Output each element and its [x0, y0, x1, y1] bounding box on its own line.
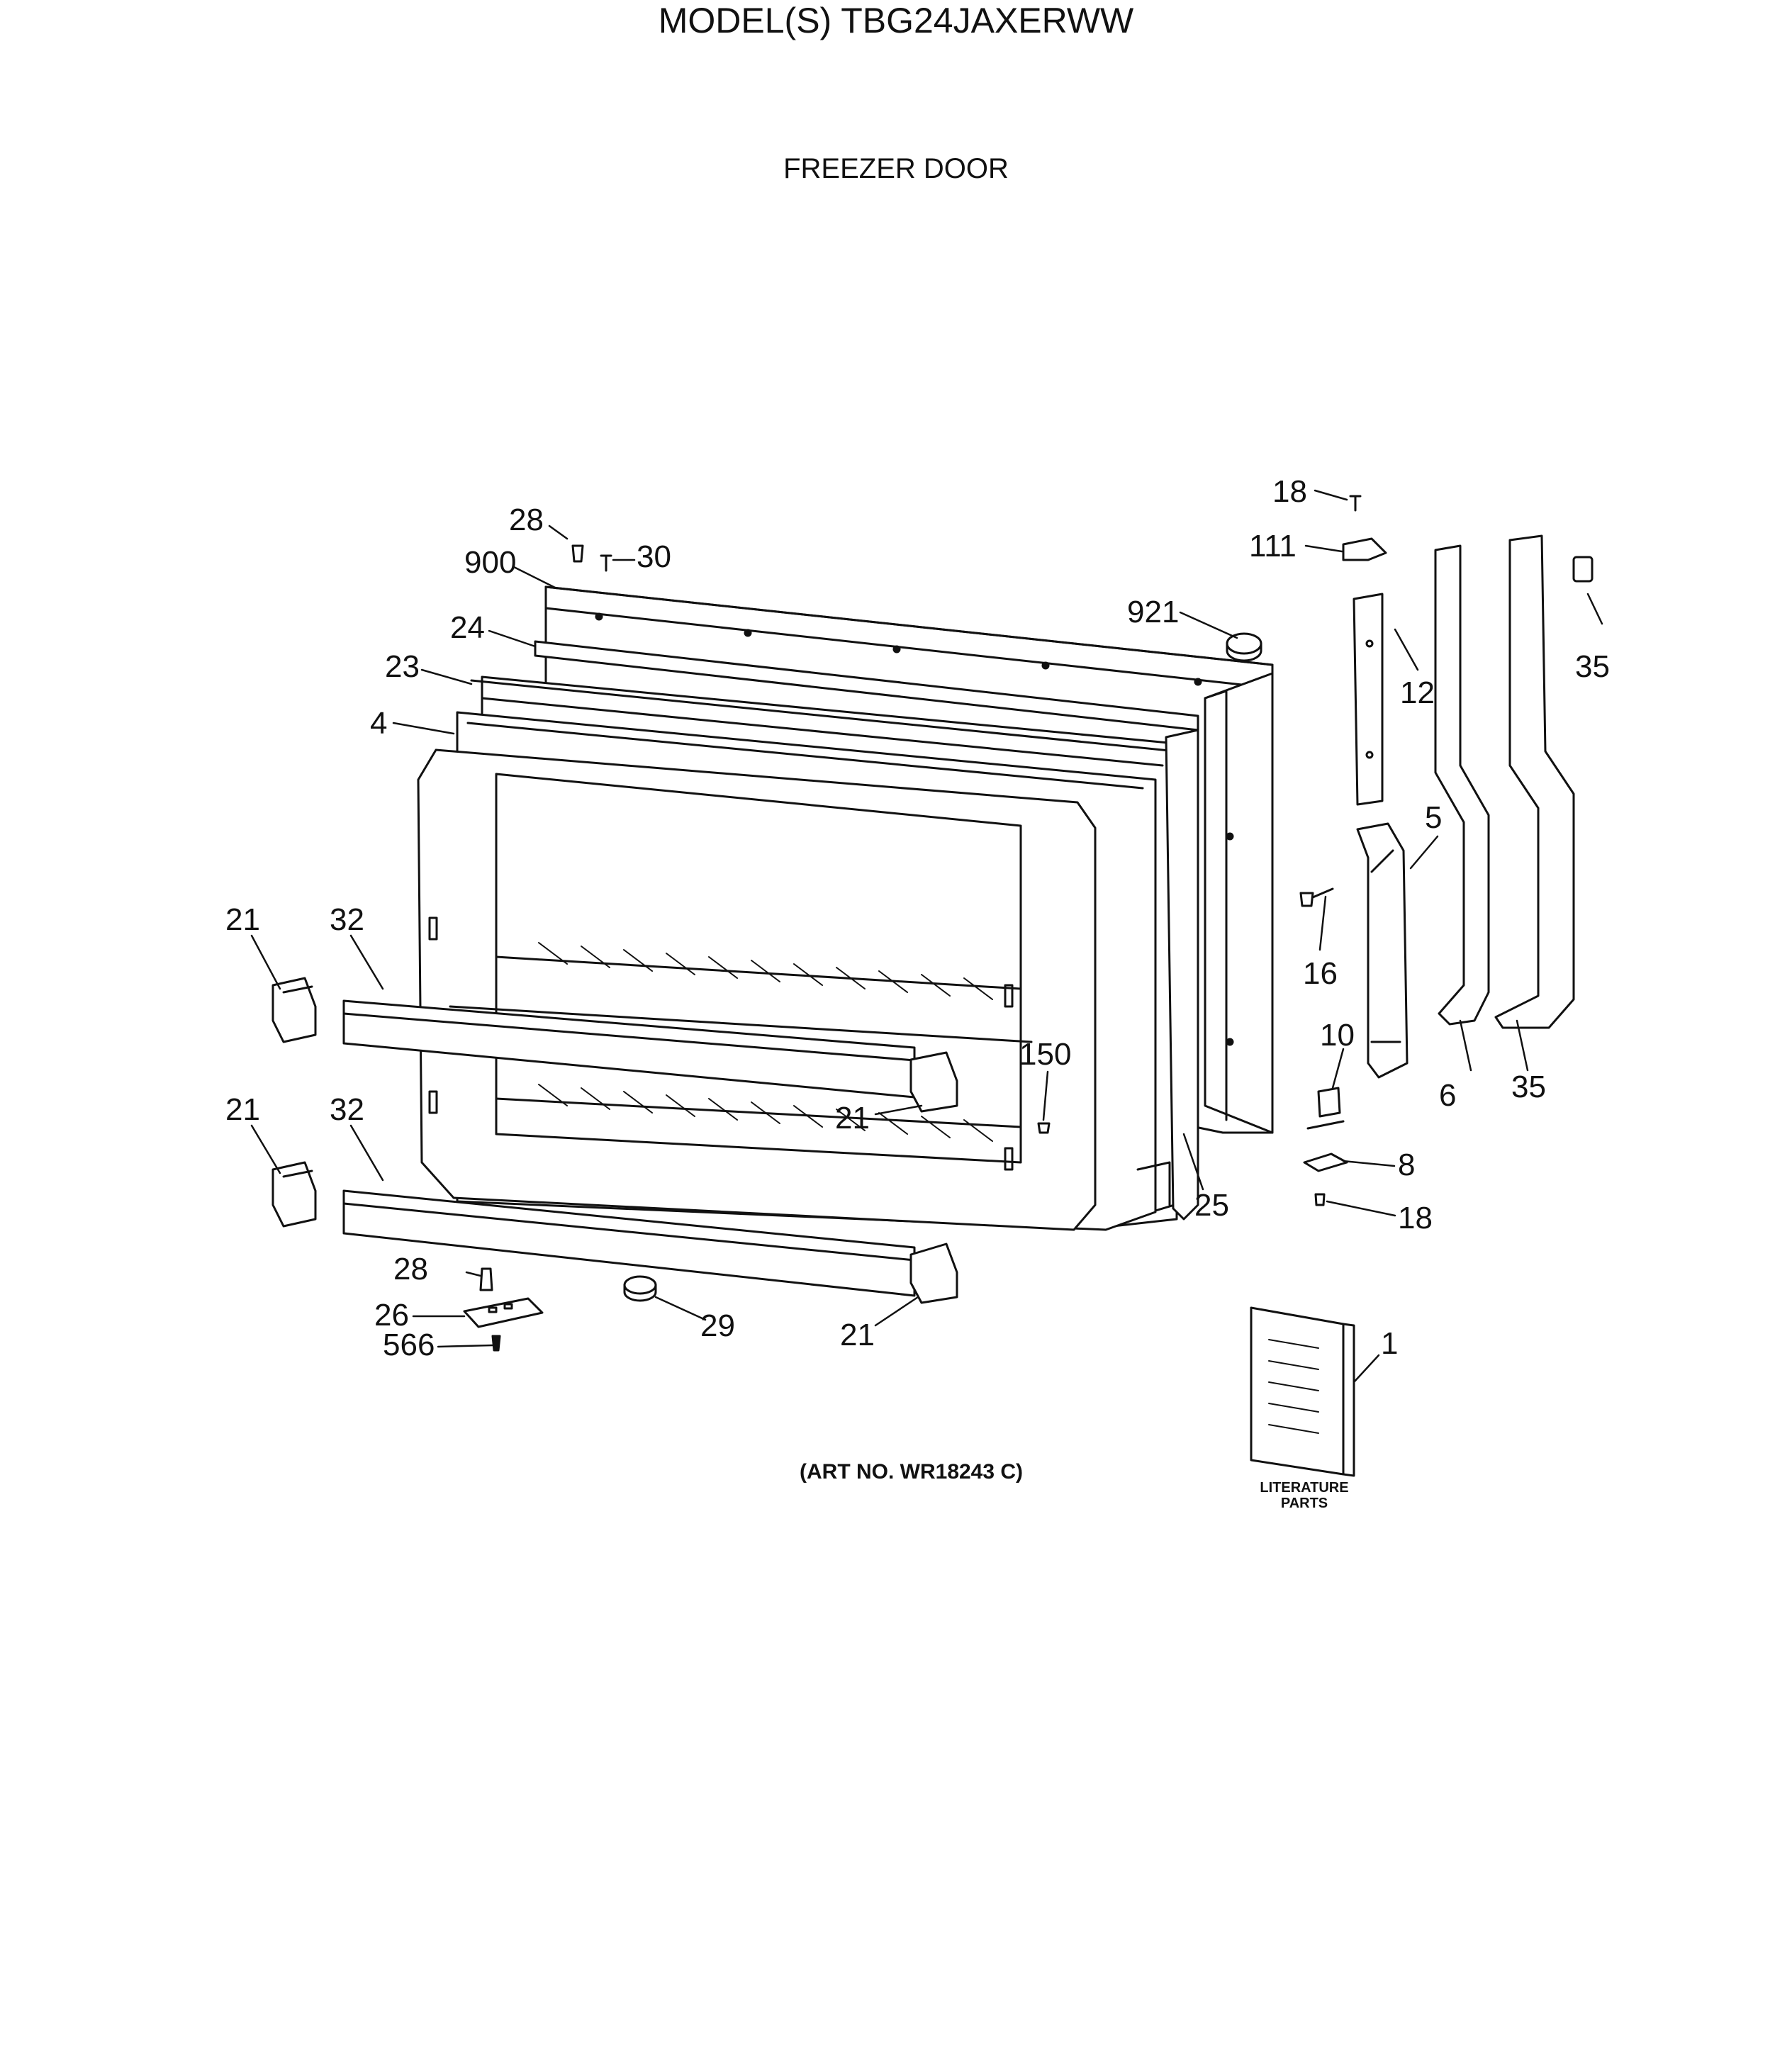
callout-1: 1 [1381, 1326, 1398, 1361]
callout-32-upper: 32 [330, 902, 364, 937]
callout-35-bottom: 35 [1511, 1070, 1546, 1104]
hinge-bracket-5 [1356, 822, 1409, 1079]
callout-16: 16 [1303, 956, 1338, 991]
callout-111: 111 [1249, 529, 1297, 563]
screw-566 [491, 1335, 501, 1352]
callout-21-lower-left: 21 [225, 1092, 260, 1127]
callout-21-lower-right: 21 [840, 1318, 875, 1352]
end-cap-35 [1572, 556, 1594, 583]
plate-26 [463, 1297, 544, 1328]
art-number: (ART NO. WR18243 C) [800, 1460, 1024, 1484]
callout-labels: 18 111 28 30 900 921 12 35 24 23 4 5 16 … [225, 474, 1610, 1362]
literature-label: LITERATURE PARTS [1233, 1480, 1375, 1511]
literature-booklet [1250, 1306, 1355, 1477]
end-cap-upper-left [271, 977, 317, 1043]
diagram-section-title: FREEZER DOOR [783, 153, 1009, 184]
diagram-title: MODEL(S) TBG24JAXERWW [658, 1, 1134, 40]
screw-16 [1299, 887, 1334, 907]
hinge-part-10 [1306, 1087, 1345, 1130]
callout-26: 26 [374, 1298, 409, 1333]
callout-12: 12 [1400, 675, 1435, 710]
callout-28-bottom: 28 [393, 1252, 428, 1286]
callout-leaders [250, 489, 1603, 1384]
shelf-bar-lower [342, 1189, 916, 1297]
callout-28-top: 28 [509, 503, 544, 537]
hinge-plate-8 [1303, 1152, 1348, 1172]
callout-8: 8 [1398, 1148, 1415, 1182]
literature-label-line2: PARTS [1280, 1496, 1328, 1511]
callout-10: 10 [1320, 1018, 1355, 1053]
callout-5: 5 [1425, 800, 1442, 835]
callout-21-upper-left: 21 [225, 902, 260, 937]
callout-921: 921 [1127, 595, 1179, 629]
door-plug [1226, 632, 1262, 662]
plug-28-lower [479, 1267, 493, 1291]
callout-24: 24 [450, 610, 485, 645]
hinge-bracket-12 [1353, 593, 1384, 806]
bumper-29 [623, 1275, 657, 1302]
callout-23: 23 [385, 649, 420, 684]
callout-29: 29 [700, 1308, 735, 1343]
door-handle-6 [1434, 544, 1490, 1026]
callout-32-lower: 32 [330, 1092, 364, 1127]
callout-6: 6 [1439, 1078, 1456, 1113]
callout-35-top: 35 [1575, 649, 1610, 684]
end-cap-upper-right [909, 1051, 958, 1113]
callout-150: 150 [1019, 1037, 1071, 1072]
screw-top-right-18 [1349, 495, 1362, 512]
callout-21-upper-right: 21 [835, 1101, 870, 1135]
end-cap-lower-right [909, 1243, 958, 1304]
callout-4: 4 [370, 706, 387, 741]
callout-30: 30 [637, 539, 671, 574]
callout-566: 566 [383, 1328, 435, 1362]
callout-25: 25 [1194, 1188, 1229, 1223]
screw-lower-right-18 [1314, 1193, 1326, 1206]
hinge-cap-111 [1342, 537, 1387, 561]
end-cap-lower-left [271, 1161, 317, 1228]
door-handle-35 [1494, 534, 1575, 1029]
callout-900: 900 [464, 545, 516, 580]
screw-top-28 [571, 544, 584, 563]
inner-door-liner [417, 748, 1097, 1231]
callout-18-top: 18 [1272, 474, 1307, 509]
literature-label-line1: LITERATURE [1260, 1480, 1349, 1496]
screw-top-30 [600, 554, 612, 572]
callout-18-bottom: 18 [1398, 1201, 1433, 1235]
screw-150 [1037, 1122, 1051, 1134]
